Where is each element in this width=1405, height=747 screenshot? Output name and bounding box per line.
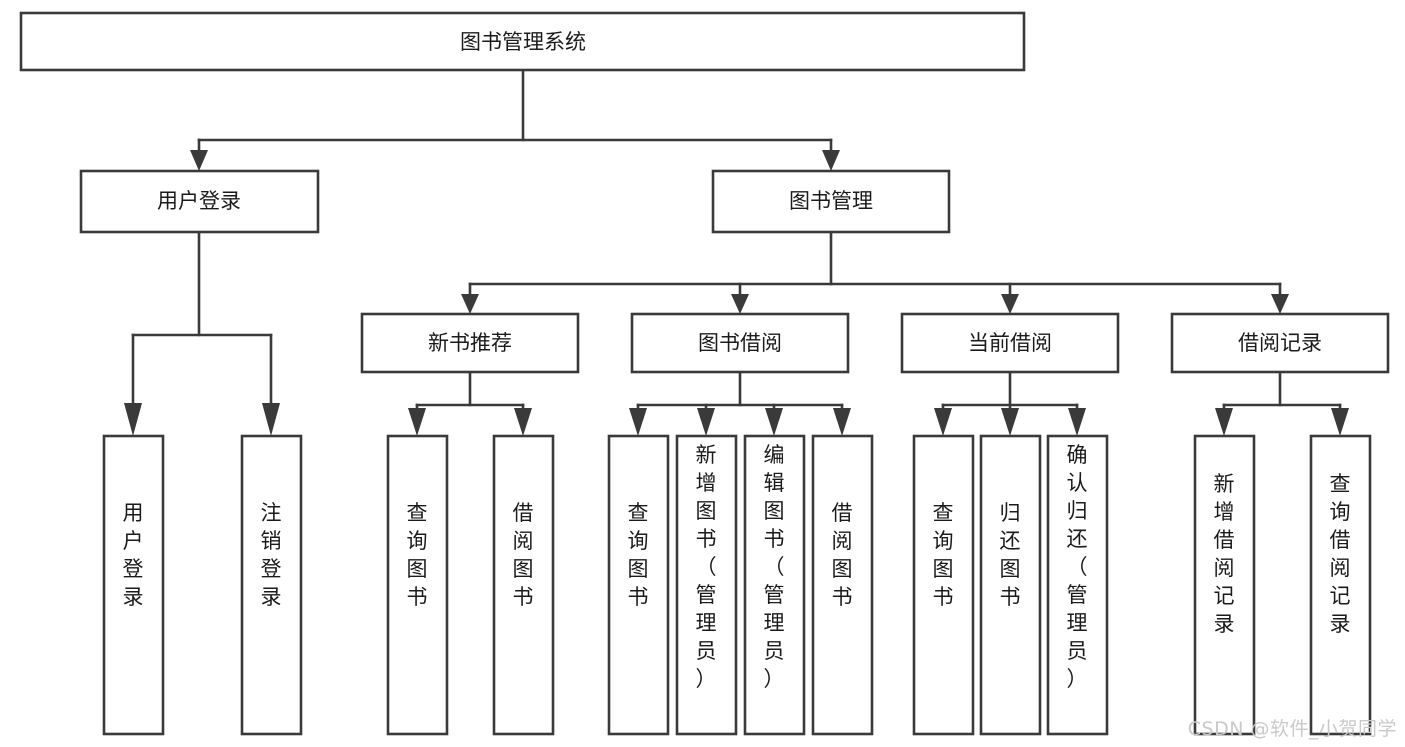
node-leaf-add-record[interactable]: 新增借阅记录 (1193, 434, 1256, 736)
arrow-head-leaf-add-book (697, 408, 715, 436)
arrow-head-user-login (190, 150, 208, 171)
node-root[interactable]: 图书管理系统 (19, 11, 1026, 72)
arrow-head-leaf-confirm-return (1068, 408, 1086, 436)
node-leaf-borrow-book-1[interactable]: 借阅图书 (492, 434, 555, 736)
node-book-borrow-label: 图书借阅 (698, 331, 782, 355)
node-book-manage-box[interactable] (711, 169, 951, 234)
arrow-head-leaf-query-book-2 (629, 408, 647, 436)
node-leaf-return-book-label: 归还图书 (1000, 501, 1021, 609)
node-leaf-user-logout-label: 注销登录 (261, 501, 282, 609)
node-leaf-add-record-label: 新增借阅记录 (1214, 472, 1235, 636)
node-leaf-confirm-return-box[interactable] (1046, 434, 1109, 736)
arrow-head-leaf-query-book-1 (408, 408, 426, 436)
node-leaf-borrow-book-1-label: 借阅图书 (513, 501, 534, 609)
node-new-book-recommend-box[interactable] (360, 312, 580, 374)
arrow-head-book-borrow (731, 294, 749, 314)
node-leaf-query-book-2[interactable]: 查询图书 (607, 434, 670, 736)
arrow-head-book-manage (822, 150, 840, 171)
node-leaf-return-book-box[interactable] (979, 434, 1042, 736)
arrow-head-leaf-user-login (124, 403, 142, 436)
arrow-head-leaf-borrow-book-2 (833, 408, 851, 436)
node-leaf-add-book-box[interactable] (675, 434, 738, 736)
arrow-head-current-borrow (1001, 294, 1019, 314)
node-leaf-query-book-2-label: 查询图书 (628, 501, 649, 609)
node-leaf-query-book-1-box[interactable] (386, 434, 449, 736)
arrow-head-leaf-query-record (1331, 408, 1349, 436)
arrow-head-leaf-edit-book (765, 408, 783, 436)
node-user-login[interactable]: 用户登录 (79, 169, 320, 234)
node-leaf-query-record-label: 查询借阅记录 (1330, 472, 1351, 636)
node-book-manage-label: 图书管理 (789, 189, 873, 213)
arrow-head-leaf-user-logout (262, 403, 280, 436)
node-leaf-borrow-book-2-label: 借阅图书 (832, 501, 853, 609)
node-leaf-user-login-box[interactable] (102, 434, 165, 736)
node-leaf-query-book-1-label: 查询图书 (407, 501, 428, 609)
node-current-borrow[interactable]: 当前借阅 (900, 312, 1120, 374)
node-root-box[interactable] (19, 11, 1026, 72)
node-current-borrow-box[interactable] (900, 312, 1120, 374)
node-leaf-add-record-box[interactable] (1193, 434, 1256, 736)
node-leaf-borrow-book-2-box[interactable] (811, 434, 874, 736)
node-book-borrow[interactable]: 图书借阅 (630, 312, 850, 374)
node-leaf-edit-book[interactable]: 编辑图书（管理员） (743, 434, 806, 736)
node-leaf-edit-book-label: 编辑图书（管理员） (764, 443, 785, 691)
node-leaf-user-logout-box[interactable] (240, 434, 303, 736)
node-borrow-record-box[interactable] (1170, 312, 1390, 374)
node-leaf-query-record[interactable]: 查询借阅记录 (1309, 434, 1372, 736)
arrow-head-new-book-recommend (461, 294, 479, 314)
node-new-book-recommend-label: 新书推荐 (428, 331, 512, 355)
arrow-head-leaf-borrow-book-1 (514, 408, 532, 436)
arrow-head-borrow-record (1271, 294, 1289, 314)
node-borrow-record[interactable]: 借阅记录 (1170, 312, 1390, 374)
node-leaf-query-book-3-label: 查询图书 (933, 501, 954, 609)
arrow-head-leaf-query-book-3 (934, 408, 952, 436)
node-current-borrow-label: 当前借阅 (968, 331, 1052, 355)
node-leaf-query-book-3[interactable]: 查询图书 (912, 434, 975, 736)
node-book-borrow-box[interactable] (630, 312, 850, 374)
node-leaf-add-book-label: 新增图书（管理员） (696, 443, 717, 691)
node-leaf-user-login-label: 用户登录 (123, 501, 144, 609)
node-leaf-borrow-book-2[interactable]: 借阅图书 (811, 434, 874, 736)
node-leaf-confirm-return-label: 确认归还（管理员） (1067, 443, 1088, 691)
connector-layer (124, 68, 1349, 436)
node-leaf-query-book-3-box[interactable] (912, 434, 975, 736)
node-user-login-box[interactable] (79, 169, 320, 234)
arrow-head-leaf-return-book (1001, 408, 1019, 436)
node-book-manage[interactable]: 图书管理 (711, 169, 951, 234)
node-root-label: 图书管理系统 (460, 30, 586, 54)
node-leaf-borrow-book-1-box[interactable] (492, 434, 555, 736)
node-new-book-recommend[interactable]: 新书推荐 (360, 312, 580, 374)
node-leaf-query-record-box[interactable] (1309, 434, 1372, 736)
node-leaf-add-book[interactable]: 新增图书（管理员） (675, 434, 738, 736)
node-user-login-label: 用户登录 (157, 189, 241, 213)
node-leaf-confirm-return[interactable]: 确认归还（管理员） (1046, 434, 1109, 736)
node-leaf-edit-book-box[interactable] (743, 434, 806, 736)
node-leaf-user-login[interactable]: 用户登录 (102, 434, 165, 736)
node-leaf-return-book[interactable]: 归还图书 (979, 434, 1042, 736)
arrow-head-leaf-add-record (1215, 408, 1233, 436)
node-leaf-query-book-1[interactable]: 查询图书 (386, 434, 449, 736)
node-leaf-user-logout[interactable]: 注销登录 (240, 434, 303, 736)
node-borrow-record-label: 借阅记录 (1238, 331, 1322, 355)
node-leaf-query-book-2-box[interactable] (607, 434, 670, 736)
